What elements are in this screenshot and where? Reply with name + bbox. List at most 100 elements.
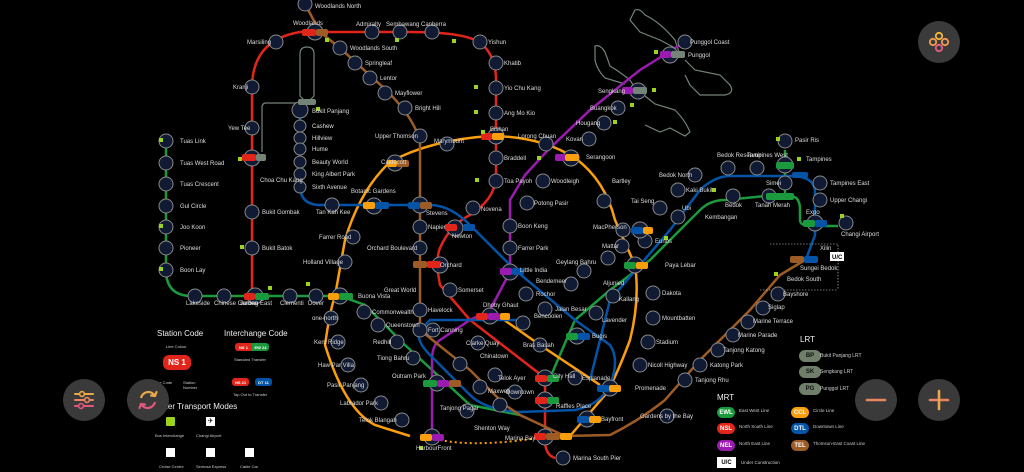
- svg-text:Tuas West Road: Tuas West Road: [180, 161, 224, 167]
- uc-badge: [830, 252, 844, 261]
- svg-text:Stevens: Stevens: [426, 211, 448, 217]
- layers-icon: [928, 31, 950, 53]
- svg-text:Bendemeer: Bendemeer: [536, 279, 567, 285]
- rotate-button[interactable]: [127, 379, 169, 421]
- svg-text:Bukit Batok: Bukit Batok: [262, 246, 293, 252]
- svg-text:Tuas Link: Tuas Link: [180, 139, 207, 145]
- svg-text:Outram Park: Outram Park: [392, 374, 427, 380]
- svg-text:Sengkang: Sengkang: [598, 89, 625, 95]
- svg-text:Marsiling: Marsiling: [247, 40, 271, 46]
- svg-text:Woodleigh: Woodleigh: [551, 179, 579, 185]
- layers-button[interactable]: [918, 21, 960, 63]
- svg-text:Dhoby Ghaut: Dhoby Ghaut: [483, 303, 519, 309]
- svg-text:Simei: Simei: [766, 181, 781, 187]
- svg-text:Little India: Little India: [520, 268, 548, 274]
- legend-lrt-title: LRT: [800, 335, 815, 344]
- svg-text:Hougang: Hougang: [576, 121, 600, 127]
- svg-text:Mountbatten: Mountbatten: [662, 316, 695, 322]
- airplane-icon: ✈: [206, 417, 215, 426]
- svg-text:Admiralty: Admiralty: [356, 22, 381, 28]
- svg-text:Marina Bay: Marina Bay: [505, 436, 535, 442]
- svg-text:Boon Lay: Boon Lay: [180, 268, 205, 274]
- svg-text:Jalan Besar: Jalan Besar: [555, 307, 587, 313]
- svg-text:Pasir Panjang: Pasir Panjang: [327, 383, 364, 389]
- svg-text:King Albert Park: King Albert Park: [312, 172, 356, 178]
- svg-text:Mattar: Mattar: [602, 244, 619, 250]
- svg-text:Serangoon: Serangoon: [586, 155, 615, 161]
- cable-car-icon: [245, 448, 254, 457]
- svg-text:Buona Vista: Buona Vista: [358, 294, 391, 300]
- svg-text:Pasir Ris: Pasir Ris: [795, 138, 819, 144]
- legend-ns1-badge: NS 1: [163, 355, 191, 370]
- svg-text:Aljunied: Aljunied: [603, 281, 624, 287]
- svg-text:Clementi: Clementi: [280, 301, 304, 307]
- svg-text:Marine Parade: Marine Parade: [738, 333, 778, 339]
- svg-text:Kent Ridge: Kent Ridge: [314, 340, 344, 346]
- svg-text:Novena: Novena: [481, 207, 502, 213]
- sliders-icon: [74, 390, 94, 410]
- svg-text:Gardens by the Bay: Gardens by the Bay: [640, 414, 693, 420]
- legend-station-code-title: Station Code: [157, 329, 204, 338]
- svg-text:Bedok Reservoir: Bedok Reservoir: [717, 153, 761, 159]
- legend-mrt-title: MRT: [717, 393, 735, 402]
- svg-text:Lentor: Lentor: [380, 76, 397, 82]
- svg-text:Braddell: Braddell: [504, 156, 526, 162]
- svg-text:Esplanade: Esplanade: [582, 376, 611, 382]
- bus-interchange-markers: [159, 38, 844, 450]
- svg-text:Tan Kah Kee: Tan Kah Kee: [316, 210, 351, 216]
- svg-text:Xilin: Xilin: [820, 246, 831, 252]
- svg-text:Joo Koon: Joo Koon: [180, 225, 205, 231]
- svg-text:Bedok: Bedok: [725, 203, 743, 209]
- svg-text:Buangkok: Buangkok: [590, 106, 618, 112]
- svg-text:Orchard: Orchard: [440, 263, 462, 269]
- svg-text:Commonwealth: Commonwealth: [372, 310, 414, 316]
- svg-text:Great World: Great World: [384, 288, 416, 294]
- svg-text:one-north: one-north: [312, 316, 338, 322]
- svg-text:Punggol: Punggol: [688, 53, 710, 59]
- svg-text:Toa Payoh: Toa Payoh: [504, 179, 532, 185]
- svg-text:Havelock: Havelock: [428, 308, 454, 314]
- svg-text:Tampines: Tampines: [806, 157, 832, 163]
- svg-text:Gul Circle: Gul Circle: [180, 204, 207, 210]
- monorail-icon: [206, 448, 215, 457]
- legend-line-colour: Line Colour: [166, 344, 187, 349]
- svg-text:Fort Canning: Fort Canning: [428, 328, 463, 334]
- zoom-out-button[interactable]: [855, 379, 897, 421]
- svg-text:Tanjong Pagar: Tanjong Pagar: [440, 406, 479, 412]
- svg-text:City Hall: City Hall: [553, 374, 575, 380]
- svg-text:Canberra: Canberra: [421, 22, 447, 28]
- minus-icon: [865, 398, 887, 402]
- plus-icon: [928, 389, 950, 411]
- legend-standard-transfer: Standard Transfer: [234, 357, 267, 362]
- svg-text:Napier: Napier: [428, 225, 446, 231]
- svg-text:Tuas Crescent: Tuas Crescent: [180, 182, 219, 188]
- svg-text:Tampines East: Tampines East: [830, 181, 870, 187]
- svg-text:Bras Basah: Bras Basah: [523, 343, 554, 349]
- filter-button[interactable]: [63, 379, 105, 421]
- svg-text:Marina South Pier: Marina South Pier: [573, 456, 621, 462]
- legend-tap-out-transfer: Tap Out to Transfer: [233, 392, 268, 397]
- zoom-in-button[interactable]: [918, 379, 960, 421]
- svg-text:Holland Village: Holland Village: [303, 260, 344, 266]
- punggol-lrt: [629, 8, 733, 96]
- svg-text:U/C: U/C: [832, 255, 843, 261]
- svg-text:Pioneer: Pioneer: [180, 246, 201, 252]
- svg-text:Bukit Gombak: Bukit Gombak: [262, 210, 301, 216]
- sengkang-lrt: [594, 45, 691, 137]
- svg-text:Tanah Merah: Tanah Merah: [755, 203, 790, 209]
- svg-text:Downtown: Downtown: [506, 390, 534, 396]
- svg-text:Redhill: Redhill: [373, 340, 391, 346]
- svg-text:Yio Chu Kang: Yio Chu Kang: [504, 86, 541, 92]
- svg-text:Chinese Garden: Chinese Garden: [214, 301, 258, 307]
- svg-text:Jurong East: Jurong East: [240, 301, 272, 307]
- svg-text:Potong Pasir: Potong Pasir: [534, 201, 568, 207]
- svg-text:Upper Thomson: Upper Thomson: [375, 134, 418, 140]
- svg-text:Tanjong Rhu: Tanjong Rhu: [695, 378, 729, 384]
- svg-text:Springleaf: Springleaf: [365, 61, 392, 67]
- svg-text:Queenstown: Queenstown: [386, 323, 420, 329]
- svg-text:Expo: Expo: [806, 210, 820, 216]
- svg-text:Paya Lebar: Paya Lebar: [665, 263, 696, 269]
- svg-text:Shenton Way: Shenton Way: [474, 426, 510, 432]
- svg-text:Siglap: Siglap: [768, 305, 785, 311]
